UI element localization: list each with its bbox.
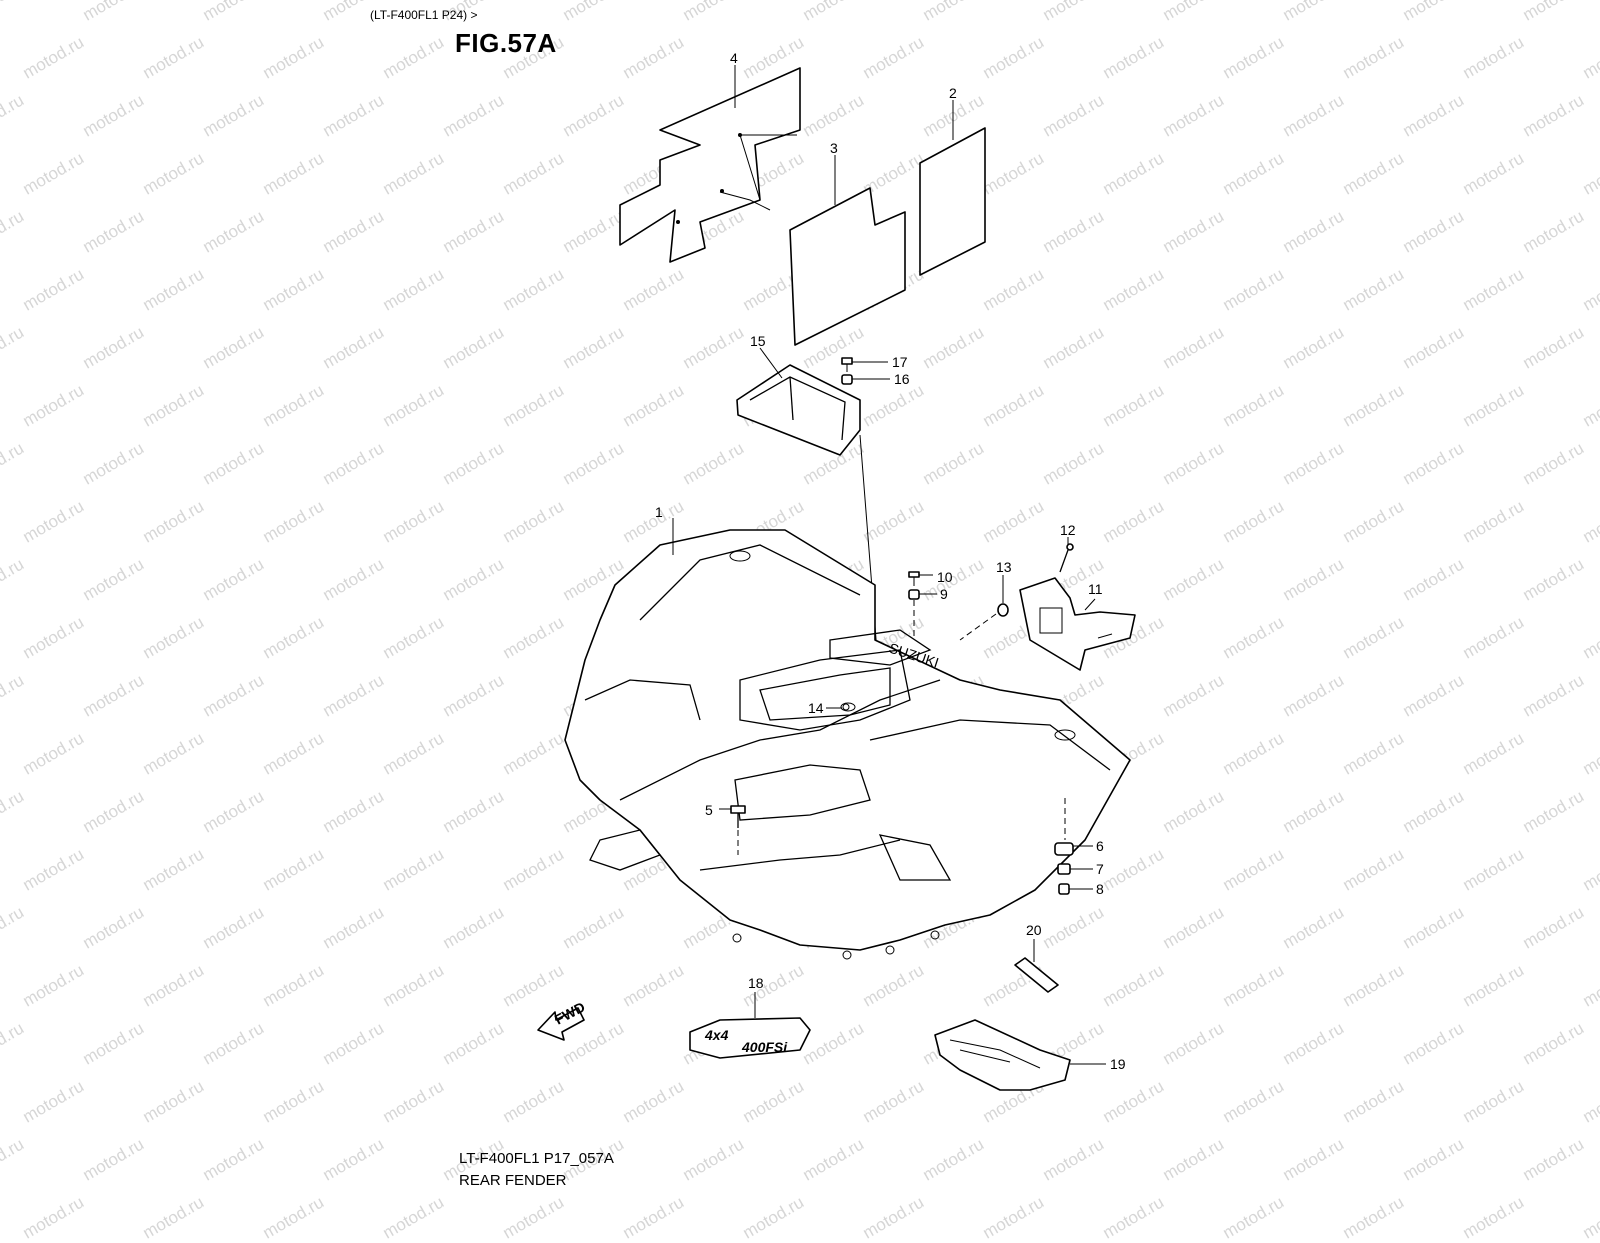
part-1-rear-fender[interactable] xyxy=(564,529,1131,960)
watermark-text: motod.ru xyxy=(1339,1192,1408,1243)
fwd-arrow-icon xyxy=(537,1007,585,1041)
diagram-code: LT-F400FL1 P17_057A xyxy=(459,1150,614,1167)
watermark-text: motod.ru xyxy=(1099,1192,1168,1243)
callout-20: 20 xyxy=(1026,922,1042,938)
watermark-text: motod.ru xyxy=(1579,1192,1600,1243)
callout-5: 5 xyxy=(705,802,713,818)
part-20-rod[interactable] xyxy=(1014,957,1059,993)
callout-2: 2 xyxy=(949,85,957,101)
callout-13: 13 xyxy=(996,559,1012,575)
watermark-text: motod.ru xyxy=(19,1192,88,1243)
callout-14: 14 xyxy=(808,700,824,716)
watermark-text: motod.ru xyxy=(259,1192,328,1243)
callout-3: 3 xyxy=(830,140,838,156)
callout-12: 12 xyxy=(1060,522,1076,538)
figure-title: FIG.57A xyxy=(455,28,557,58)
watermark-text: motod.ru xyxy=(859,1192,928,1243)
callout-6: 6 xyxy=(1096,838,1104,854)
watermark-text: motod.ru xyxy=(619,1192,688,1243)
callout-19: 19 xyxy=(1110,1056,1126,1072)
part-19-cover[interactable] xyxy=(934,1019,1071,1091)
watermark-text: motod.ru xyxy=(1459,1192,1528,1243)
part-16-grommet[interactable] xyxy=(841,374,853,385)
part-12-screw[interactable] xyxy=(1059,543,1074,573)
callout-1: 1 xyxy=(655,504,663,520)
part-10-bolt[interactable] xyxy=(908,571,920,586)
emblem-small-text: 400FSi xyxy=(741,1039,788,1055)
callout-17: 17 xyxy=(892,354,908,370)
diagram-name: REAR FENDER xyxy=(459,1172,567,1189)
part-3-panel[interactable] xyxy=(789,187,906,346)
callout-18: 18 xyxy=(748,975,764,991)
part-6-cushion[interactable] xyxy=(1054,842,1074,856)
reference-link[interactable]: (LT-F400FL1 P24) > xyxy=(370,8,478,22)
part-7-collar[interactable] xyxy=(1057,863,1071,875)
callout-15: 15 xyxy=(750,333,766,349)
part-15-tray[interactable] xyxy=(736,364,861,456)
watermark-text: motod.ru xyxy=(499,1192,568,1243)
part-11-bracket[interactable] xyxy=(1019,577,1136,671)
part-9-washer[interactable] xyxy=(908,589,920,600)
watermark-text: motod.ru xyxy=(979,1192,1048,1243)
watermark-text: motod.ru xyxy=(139,1192,208,1243)
part-8-nut[interactable] xyxy=(1058,883,1070,895)
callout-9: 9 xyxy=(940,586,948,602)
part-14-marker[interactable] xyxy=(842,703,850,711)
part-4-decal[interactable] xyxy=(619,67,801,263)
callout-numbers: 1 2 3 4 5 6 7 8 9 10 11 12 13 14 15 16 1… xyxy=(655,50,1126,1072)
part-17-bolt[interactable] xyxy=(841,357,853,372)
callout-16: 16 xyxy=(894,371,910,387)
callout-7: 7 xyxy=(1096,861,1104,877)
callout-4: 4 xyxy=(730,50,738,66)
part-18-emblem[interactable] xyxy=(689,1017,811,1059)
watermark-text: motod.ru xyxy=(1219,1192,1288,1243)
part-13-grommet[interactable] xyxy=(997,603,1009,617)
callout-8: 8 xyxy=(1096,881,1104,897)
parts-diagram: SUZUKI xyxy=(537,50,1136,1091)
callout-11: 11 xyxy=(1088,581,1103,597)
part-2-panel[interactable] xyxy=(919,127,986,276)
watermark-text: motod.ru xyxy=(739,1192,808,1243)
emblem-big-text: 4x4 xyxy=(704,1027,729,1043)
watermark-text: motod.ru xyxy=(379,1192,448,1243)
leader-lines xyxy=(672,65,1106,1065)
callout-10: 10 xyxy=(937,569,953,585)
